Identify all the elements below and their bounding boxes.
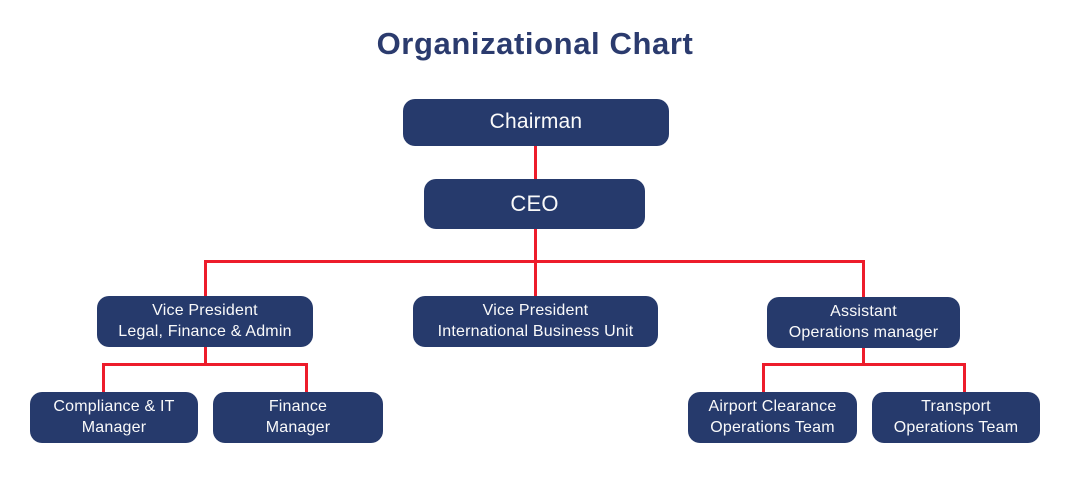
node-finance-line1: Finance	[268, 398, 328, 416]
node-airport-clearance-team: Airport Clearance Operations Team	[688, 392, 857, 443]
node-chairman: Chairman	[403, 99, 669, 146]
node-transport-operations-team: Transport Operations Team	[872, 392, 1040, 443]
connector-legal-horizontal	[102, 363, 308, 366]
node-vp-international-business: Vice President International Business Un…	[413, 296, 658, 347]
connector-drop-finance	[305, 363, 308, 394]
node-transport-line1: Transport	[921, 398, 991, 416]
connector-ceo-stem	[534, 228, 537, 262]
node-chairman-label: Chairman	[489, 110, 583, 134]
node-compliance-line2: Manager	[81, 418, 147, 436]
node-vp-legal-finance-admin: Vice President Legal, Finance & Admin	[97, 296, 313, 347]
connector-drop-transport	[963, 363, 966, 394]
node-vp-legal-line2: Legal, Finance & Admin	[118, 322, 292, 340]
connector-drop-assistant-ops	[862, 260, 865, 299]
node-airport-line2: Operations Team	[710, 418, 835, 436]
connector-chairman-ceo	[534, 145, 537, 181]
node-assistant-operations-manager: Assistant Operations manager	[767, 297, 960, 348]
node-vp-international-line1: Vice President	[482, 302, 589, 320]
connector-drop-compliance	[102, 363, 105, 394]
node-transport-line2: Operations Team	[893, 418, 1019, 436]
node-finance-manager: Finance Manager	[213, 392, 383, 443]
connector-assistant-stem	[862, 346, 865, 366]
connector-drop-airport	[762, 363, 765, 394]
node-vp-international-line2: International Business Unit	[437, 322, 634, 340]
node-compliance-it-manager: Compliance & IT Manager	[30, 392, 198, 443]
node-vp-legal-line1: Vice President	[152, 302, 258, 320]
node-assistant-ops-line1: Assistant	[830, 303, 897, 321]
connector-ops-horizontal	[762, 363, 966, 366]
node-ceo: CEO	[424, 179, 645, 229]
connector-vp-legal-stem	[204, 345, 207, 366]
node-assistant-ops-line2: Operations manager	[788, 323, 939, 341]
node-compliance-line1: Compliance & IT	[53, 398, 175, 416]
page-title: Organizational Chart	[376, 26, 694, 61]
connector-drop-vp-international	[534, 260, 537, 298]
node-finance-line2: Manager	[265, 418, 331, 436]
connector-drop-vp-legal	[204, 260, 207, 298]
node-airport-line1: Airport Clearance	[708, 398, 837, 416]
node-ceo-label: CEO	[510, 190, 559, 216]
